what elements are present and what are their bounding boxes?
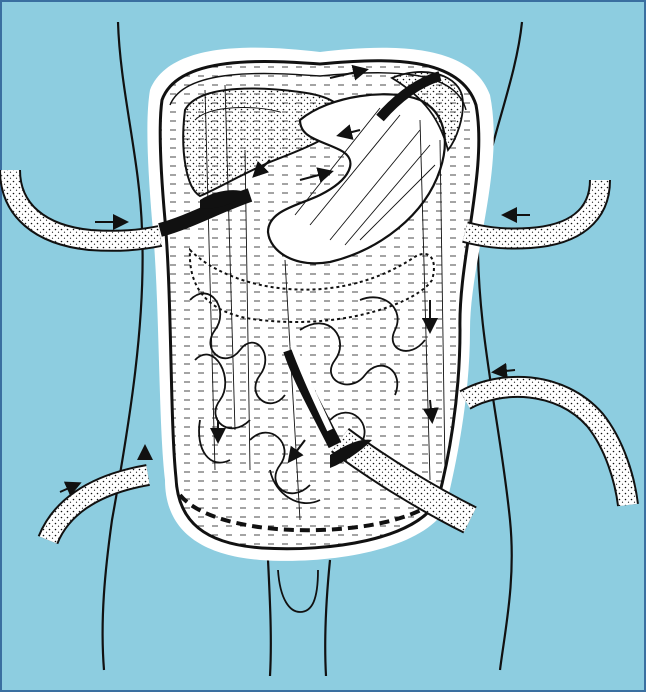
abdomen-drainage-diagram (0, 0, 646, 692)
illustration-frame (0, 0, 646, 692)
